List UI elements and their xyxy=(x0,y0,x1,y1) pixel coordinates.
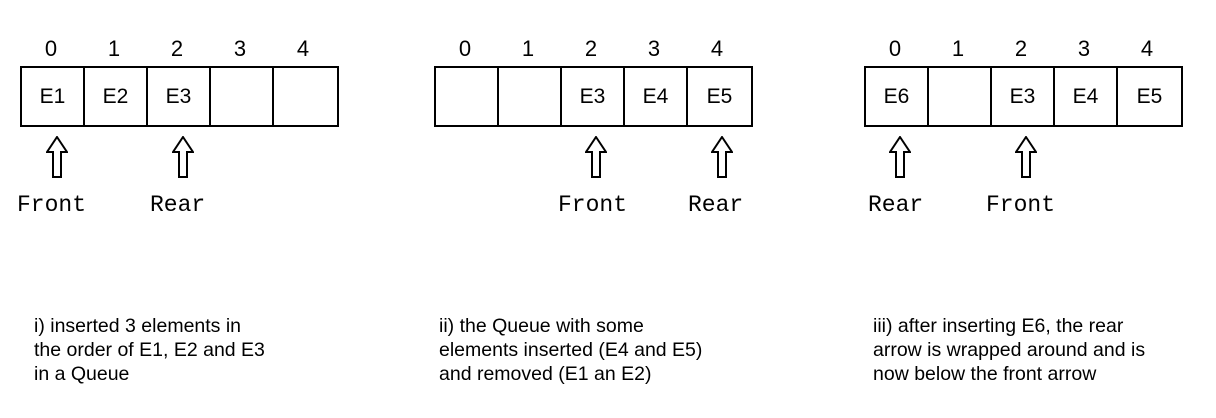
queue-cell: E3 xyxy=(992,68,1055,125)
caption-line: in a Queue xyxy=(34,363,130,385)
queue-cell: E4 xyxy=(625,68,688,125)
queue-cell xyxy=(929,68,992,125)
front-pointer-label: Front xyxy=(17,192,87,218)
queue-cell: E3 xyxy=(562,68,625,125)
index-label: 3 xyxy=(233,36,247,61)
queue-cell: E2 xyxy=(85,68,148,125)
front-pointer-label: Front xyxy=(986,192,1056,218)
caption-line: iii) after inserting E6, the rear xyxy=(873,315,1124,337)
queue-cell xyxy=(499,68,562,125)
index-label: 0 xyxy=(458,36,472,61)
index-label: 4 xyxy=(296,36,310,61)
panel-caption: ii) the Queue with some elements inserte… xyxy=(439,314,702,386)
front-pointer-label: Front xyxy=(558,192,628,218)
index-label: 2 xyxy=(584,36,598,61)
index-label: 1 xyxy=(521,36,535,61)
caption-line: the order of E1, E2 and E3 xyxy=(34,339,265,361)
caption-line: i) inserted 3 elements in xyxy=(34,315,242,337)
queue-array: E3 E4 E5 xyxy=(434,66,753,127)
up-arrow-icon xyxy=(1015,136,1037,178)
caption-line: now below the front arrow xyxy=(873,363,1097,385)
rear-pointer-label: Rear xyxy=(688,192,744,218)
panel-caption: i) inserted 3 elements in the order of E… xyxy=(34,314,265,386)
up-arrow-icon xyxy=(711,136,733,178)
index-label: 3 xyxy=(647,36,661,61)
caption-line: and removed (E1 an E2) xyxy=(439,363,652,385)
index-label: 0 xyxy=(44,36,58,61)
index-label: 0 xyxy=(888,36,902,61)
queue-cell xyxy=(211,68,274,125)
index-label: 2 xyxy=(170,36,184,61)
queue-cell: E5 xyxy=(1136,84,1163,108)
index-label: 2 xyxy=(1014,36,1028,61)
index-label: 1 xyxy=(951,36,965,61)
queue-array: E1 E2 E3 xyxy=(20,66,339,127)
queue-cell xyxy=(274,68,337,125)
up-arrow-icon xyxy=(172,136,194,178)
up-arrow-icon xyxy=(585,136,607,178)
queue-array: E6 E3 E4 E5 xyxy=(864,66,1183,127)
queue-cell: E3 xyxy=(148,68,211,125)
queue-cell: E6 xyxy=(866,68,929,125)
rear-pointer-label: Rear xyxy=(150,192,206,218)
caption-line: ii) the Queue with some xyxy=(439,315,644,337)
up-arrow-icon xyxy=(46,136,68,178)
queue-cell: E1 xyxy=(22,68,85,125)
rear-pointer-label: Rear xyxy=(868,192,924,218)
index-label: 4 xyxy=(710,36,724,61)
queue-cell xyxy=(436,68,499,125)
up-arrow-icon xyxy=(889,136,911,178)
index-label: 1 xyxy=(107,36,121,61)
queue-cell: E4 xyxy=(1055,68,1118,125)
caption-line: arrow is wrapped around and is xyxy=(873,339,1146,361)
index-label: 3 xyxy=(1077,36,1091,61)
index-label: 4 xyxy=(1140,36,1154,61)
caption-line: elements inserted (E4 and E5) xyxy=(439,339,703,361)
panel-caption: iii) after inserting E6, the rear arrow … xyxy=(873,314,1145,386)
queue-cell: E5 xyxy=(706,84,733,108)
